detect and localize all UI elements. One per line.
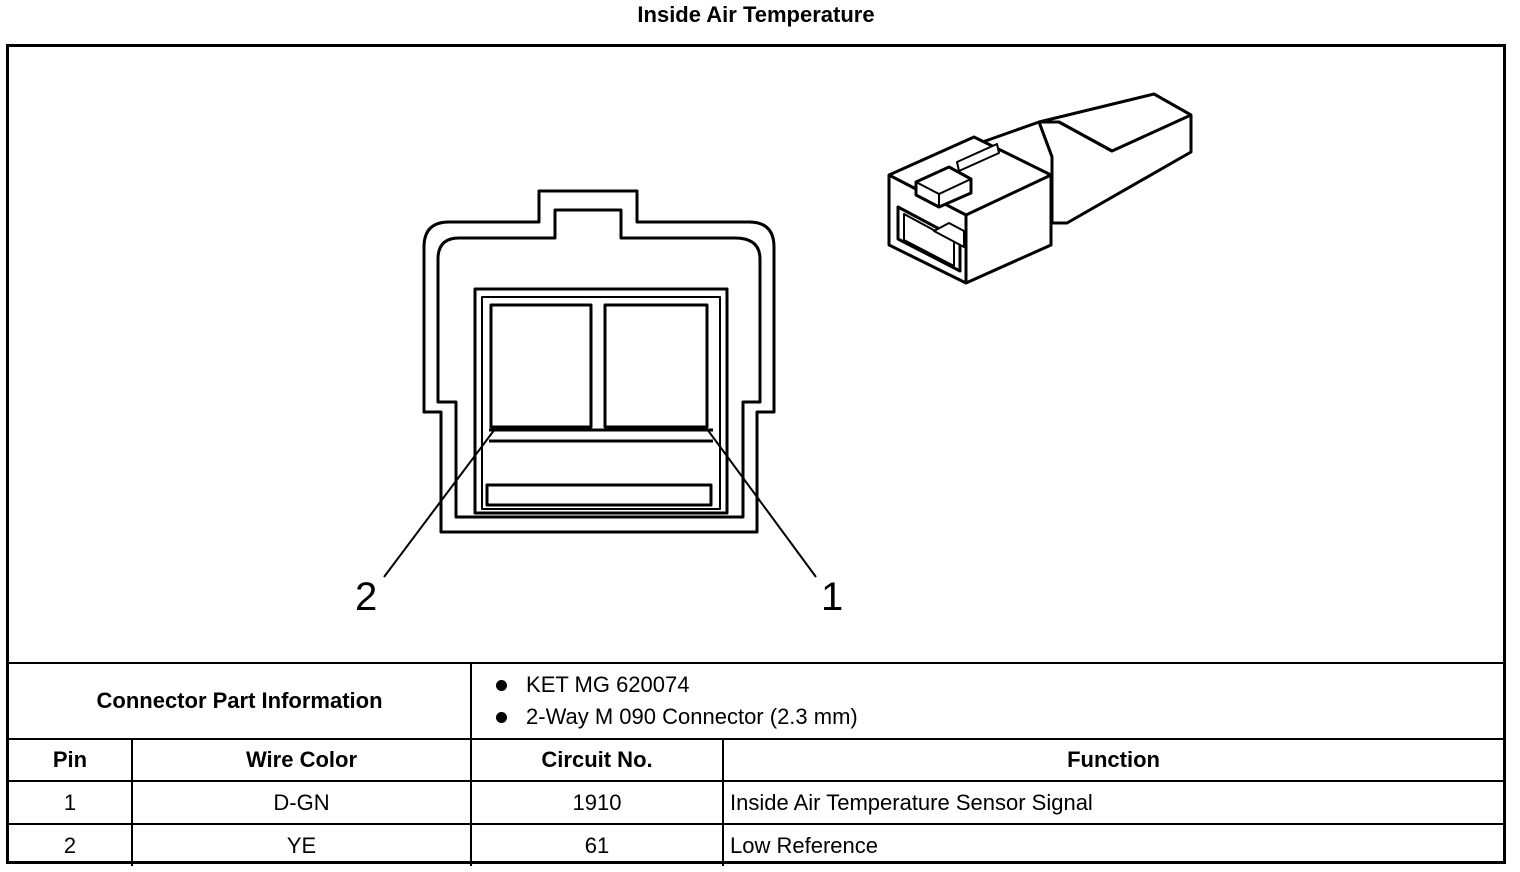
header-wire-color: Wire Color [130, 738, 473, 782]
list-item: 2-Way M 090 Connector (2.3 mm) [492, 701, 1503, 733]
bullet-icon [496, 712, 508, 723]
pin-label-2: 2 [355, 575, 378, 619]
terminal-1 [603, 303, 709, 429]
leader-line-pin-2 [383, 428, 496, 578]
list-item: KET MG 620074 [492, 669, 1503, 701]
connector-frame: 2 1 Connector Part Information KET MG 62… [6, 44, 1506, 866]
terminal-2 [489, 303, 593, 429]
header-circuit-no: Circuit No. [470, 738, 725, 782]
connector-drawing [383, 92, 1193, 578]
header-pin: Pin [9, 738, 133, 782]
connector-part-info-cell: KET MG 620074 2-Way M 090 Connector (2.3… [470, 662, 1504, 740]
pin-label-1: 1 [821, 575, 844, 619]
diagram-title: Inside Air Temperature [637, 2, 875, 27]
connector-inner-outline [436, 208, 762, 519]
cell-wire-color: D-GN [130, 780, 473, 825]
leader-line-pin-1 [706, 428, 817, 578]
connector-outer-outline [422, 189, 776, 534]
part-info-item: 2-Way M 090 Connector (2.3 mm) [526, 704, 858, 729]
connector-figure: 2 1 [9, 47, 1503, 662]
connector-iso-illustration [887, 92, 1193, 285]
table-row: 2 YE 61 Low Reference [9, 823, 1504, 866]
cavity-area [473, 287, 729, 515]
table-row: 1 D-GN 1910 Inside Air Temperature Senso… [9, 780, 1504, 825]
cell-pin: 2 [9, 823, 133, 866]
connector-part-info-list: KET MG 620074 2-Way M 090 Connector (2.3… [472, 665, 1503, 737]
connector-part-info-row: Connector Part Information KET MG 620074… [9, 662, 1504, 740]
bullet-icon [496, 680, 508, 691]
cell-function: Inside Air Temperature Sensor Signal [722, 780, 1504, 825]
connector-part-info-label: Connector Part Information [9, 662, 473, 740]
connector-info-table: Connector Part Information KET MG 620074… [9, 662, 1504, 866]
cavity-inner [481, 296, 721, 510]
cell-pin: 1 [9, 780, 133, 825]
header-function: Function [722, 738, 1504, 782]
cell-wire-color: YE [130, 823, 473, 866]
pin-table-header: Pin Wire Color Circuit No. Function [9, 738, 1504, 782]
part-info-item: KET MG 620074 [526, 672, 690, 697]
cell-function: Low Reference [722, 823, 1504, 866]
cell-circuit-no: 1910 [470, 780, 725, 825]
lower-slot [485, 483, 713, 507]
cell-circuit-no: 61 [470, 823, 725, 866]
